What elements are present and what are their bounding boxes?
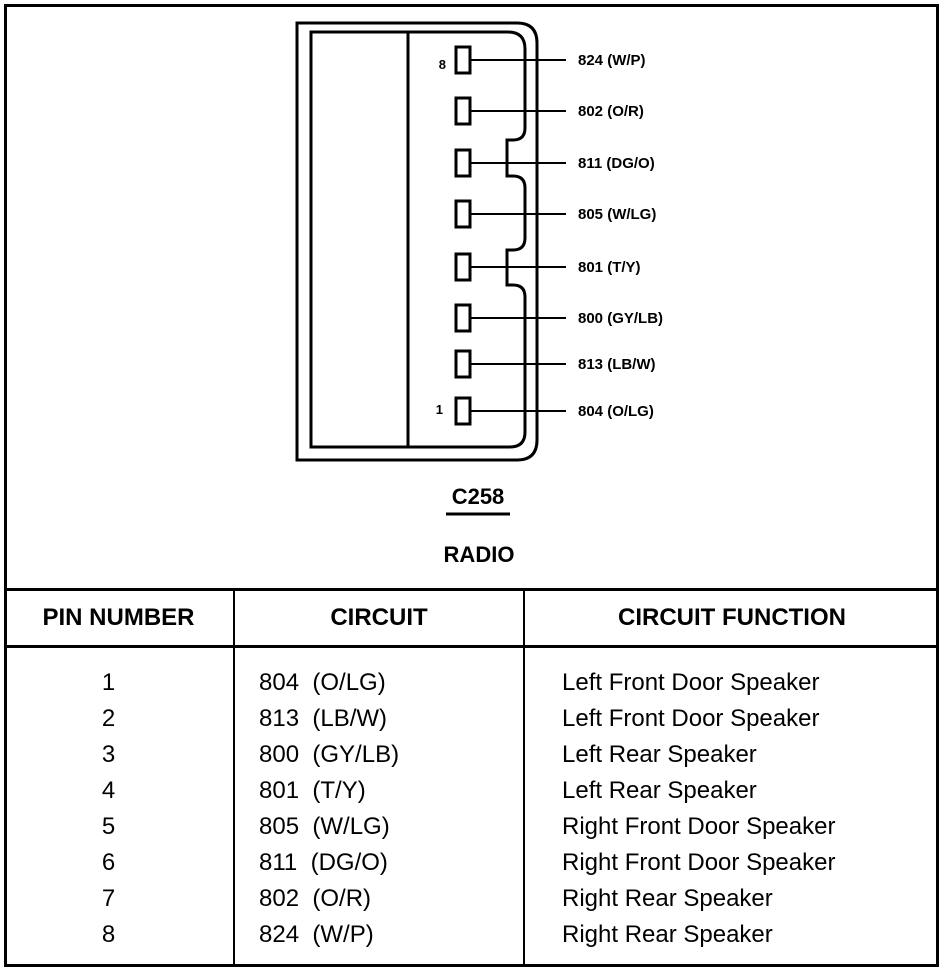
pin-number-cell: 2 <box>101 705 116 732</box>
wire-label: 804 (O/LG) <box>578 403 654 420</box>
pin-number-cell: 7 <box>101 885 116 912</box>
circuit-cell: 800 (GY/LB) <box>259 741 400 768</box>
table-header-row: PIN NUMBER CIRCUIT CIRCUIT FUNCTION <box>4 588 939 648</box>
wire-label: 800 (GY/LB) <box>578 310 663 327</box>
pin-number-cell: 6 <box>101 849 116 876</box>
circuit-function-cell: Left Front Door Speaker <box>562 705 820 732</box>
diagram-frame <box>4 4 939 967</box>
header-circuit-function: CIRCUIT FUNCTION <box>523 588 939 648</box>
circuit-cell: 824 (W/P) <box>259 921 374 948</box>
pin-terminal <box>454 349 472 379</box>
wire-label: 805 (W/LG) <box>578 206 656 223</box>
wire-label: 802 (O/R) <box>578 103 644 120</box>
connector-housing-outer <box>295 21 539 462</box>
pin-number-cell: 1 <box>101 669 116 696</box>
wire-label: 813 (LB/W) <box>578 356 656 373</box>
pin-bottom-label: 1 <box>436 402 443 417</box>
pin-table: PIN NUMBER CIRCUIT CIRCUIT FUNCTION 1 2 3 4… <box>4 588 939 965</box>
pin-terminal <box>454 199 472 229</box>
pin-number-column: 1 2 3 4 5 6 7 8 <box>4 647 234 966</box>
circuit-function-cell: Left Front Door Speaker <box>562 669 820 696</box>
pin-terminal <box>454 252 472 282</box>
circuit-function-cell: Right Rear Speaker <box>562 885 773 912</box>
pin-number-cell: 8 <box>101 921 116 948</box>
circuit-column: 804 (O/LG) 813 (LB/W) 800 (GY/LB) 801 (T/Y)… <box>233 646 524 965</box>
circuit-cell: 811 (DG/O) <box>259 849 388 876</box>
pin-number-cell: 4 <box>101 777 116 804</box>
circuit-cell: 805 (W/LG) <box>259 813 390 840</box>
circuit-function-cell: Right Rear Speaker <box>562 921 773 948</box>
wire-label: 811 (DG/O) <box>578 155 655 172</box>
table-body-row: 1 2 3 4 5 6 7 8 804 (O/LG) 813 (LB/W) 800 (GY/LB)… <box>4 646 939 966</box>
pin-top-label: 8 <box>439 57 446 72</box>
pin-terminal <box>454 303 472 333</box>
circuit-function-cell: Right Front Door Speaker <box>562 849 836 876</box>
circuit-function-cell: Left Rear Speaker <box>562 777 757 804</box>
connector-id: C258 <box>452 484 505 509</box>
wire-label: 824 (W/P) <box>578 52 646 69</box>
pin-number-cell: 5 <box>101 813 116 840</box>
circuit-function-cell: Right Front Door Speaker <box>562 813 836 840</box>
circuit-cell: 801 (T/Y) <box>259 777 366 804</box>
pin-terminal <box>454 45 472 75</box>
pin-terminal <box>454 396 472 426</box>
pin-terminal <box>454 96 472 126</box>
circuit-cell: 804 (O/LG) <box>259 669 386 696</box>
connector-diagram: 824 (W/P) 802 (O/R) 811 (DG/O) 805 (W/LG) 80… <box>295 21 663 567</box>
header-circuit: CIRCUIT <box>233 588 524 648</box>
connector-housing-inner <box>309 30 527 449</box>
connector-name: RADIO <box>444 542 515 567</box>
wire-label: 801 (T/Y) <box>578 259 641 276</box>
circuit-cell: 802 (O/R) <box>259 885 372 912</box>
header-pin-number: PIN NUMBER <box>4 588 234 648</box>
pin-number-cell: 3 <box>101 741 116 768</box>
circuit-function-cell: Left Rear Speaker <box>562 741 757 768</box>
circuit-cell: 813 (LB/W) <box>259 705 388 732</box>
pin-terminal <box>454 148 472 178</box>
